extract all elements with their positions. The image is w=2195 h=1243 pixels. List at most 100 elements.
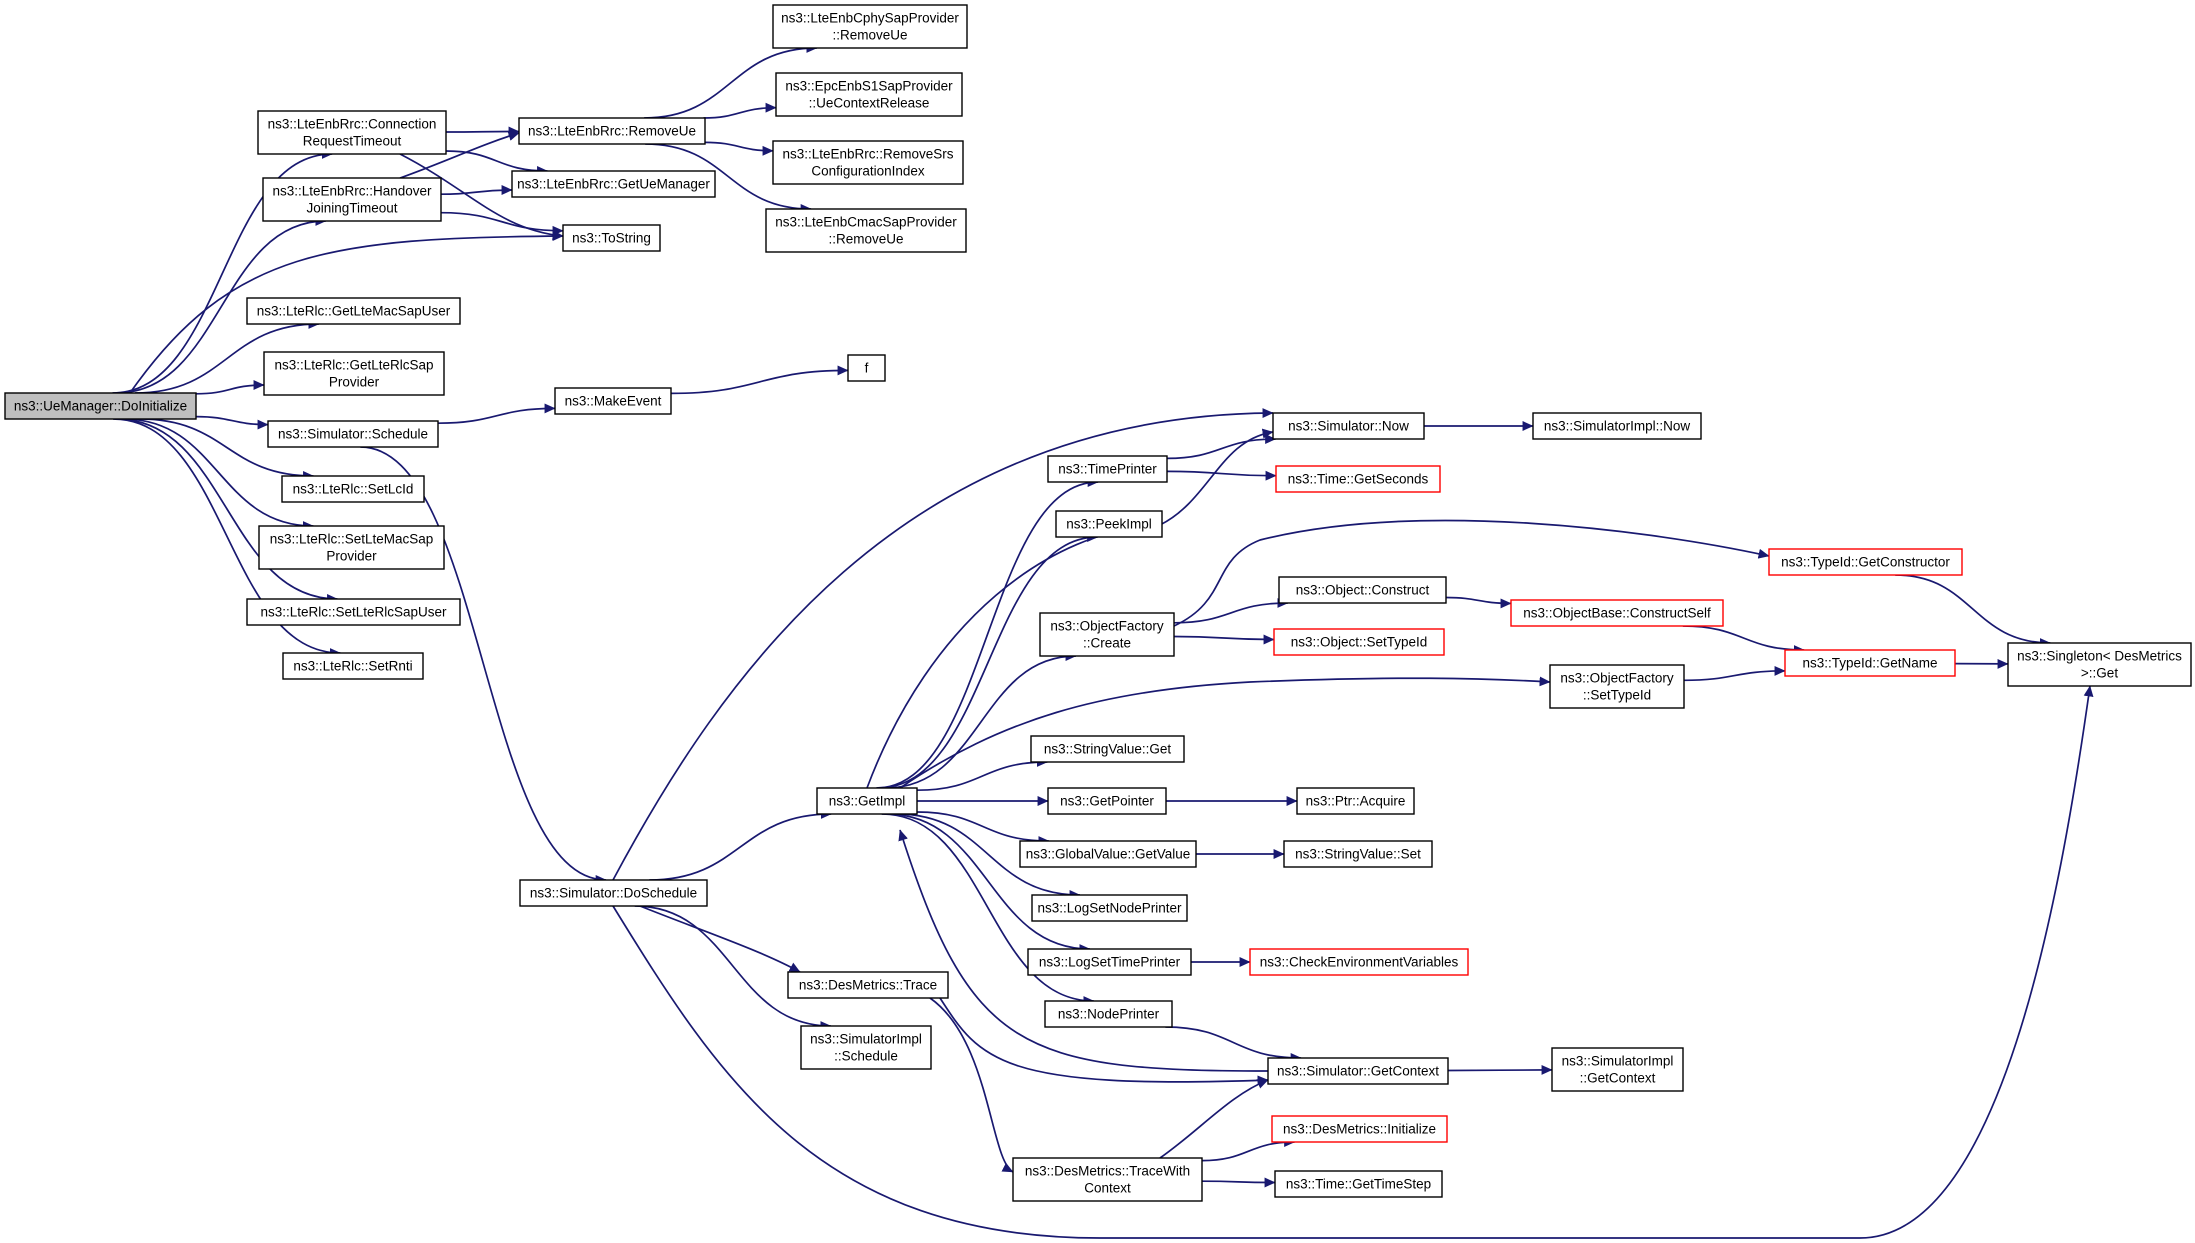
node-box [1274,1170,1443,1198]
node-simimpl-now[interactable]: ns3::SimulatorImpl::Now [1532,412,1702,440]
node-f[interactable]: f [847,354,886,382]
node-box [1047,455,1168,483]
node-sim-get-context[interactable]: ns3::Simulator::GetContext [1267,1057,1449,1085]
node-label-line: ns3::LteEnbRrc::GetUeManager [517,177,710,192]
node-cphy-remove[interactable]: ns3::LteEnbCphySapProvider::RemoveUe [772,4,968,49]
node-label-line: ns3::SimulatorImpl [1562,1054,1674,1069]
node-do-schedule[interactable]: ns3::Simulator::DoSchedule [519,879,708,907]
node-box [519,879,708,907]
node-label-line: ns3::CheckEnvironmentVariables [1260,955,1459,970]
node-get-seconds[interactable]: ns3::Time::GetSeconds [1275,465,1441,493]
node-check-env[interactable]: ns3::CheckEnvironmentVariables [1249,948,1469,976]
node-log-set-time-printer[interactable]: ns3::LogSetTimePrinter [1027,948,1192,976]
node-typeid-get-name[interactable]: ns3::TypeId::GetName [1784,649,1956,677]
edge-remove_ue-to-cmac_remove [645,143,812,214]
node-label-line: ConfigurationIndex [811,164,925,179]
node-box [1055,510,1163,538]
node-construct-self[interactable]: ns3::ObjectBase::ConstructSelf [1510,599,1724,627]
nodes-layer: ns3::UeManager::DoInitialize ns3::LteEnbR… [4,4,2192,1202]
node-label-line: ns3::NodePrinter [1058,1007,1160,1022]
node-box [1784,649,1956,677]
node-get-time-step[interactable]: ns3::Time::GetTimeStep [1274,1170,1443,1198]
node-get-ue-manager[interactable]: ns3::LteEnbRrc::GetUeManager [511,170,716,198]
edge-conn_timeout-to-to_string [399,153,564,240]
edge-sim_get_context-to-get_impl [898,829,1269,1072]
edge-root-to-set_mac_sap_provider [123,418,314,531]
node-label-line: ns3::LogSetNodePrinter [1037,901,1182,916]
node-box [1019,840,1197,868]
edge-get_impl-to-peek_impl [878,532,1099,789]
edge-root-to-set_rlc_sap_user [116,418,339,604]
node-sim-schedule[interactable]: ns3::Simulator::Schedule [267,420,439,448]
node-cmac-remove[interactable]: ns3::LteEnbCmacSapProvider::RemoveUe [765,208,967,253]
node-root[interactable]: ns3::UeManager::DoInitialize [4,392,197,420]
node-log-set-node-printer[interactable]: ns3::LogSetNodePrinter [1031,894,1188,922]
node-string-value-get[interactable]: ns3::StringValue::Get [1030,735,1185,763]
node-box [562,224,661,252]
edge-root-to-set_rnti [113,418,341,658]
node-set-rnti[interactable]: ns3::LteRlc::SetRnti [282,652,424,680]
node-des-initialize[interactable]: ns3::DesMetrics::Initialize [1271,1115,1448,1143]
node-label-line: ns3::TimePrinter [1058,462,1157,477]
node-label-line: ::RemoveUe [828,232,903,247]
node-box [263,351,445,396]
node-sim-now[interactable]: ns3::Simulator::Now [1272,412,1425,440]
node-label-line: ns3::LteRlc::SetLteMacSap [270,532,434,547]
node-label-line: f [865,361,869,376]
node-box [1275,465,1441,493]
node-remove-srs[interactable]: ns3::LteEnbRrc::RemoveSrsConfigurationIn… [772,140,964,185]
node-label-line: ns3::DesMetrics::Trace [799,978,937,993]
node-ptr-acquire[interactable]: ns3::Ptr::Acquire [1296,787,1415,815]
node-get-constructor[interactable]: ns3::TypeId::GetConstructor [1768,548,1963,576]
node-label-line: JoiningTimeout [306,201,397,216]
node-make-event[interactable]: ns3::MakeEvent [554,387,672,415]
node-box [800,1025,932,1070]
node-get-pointer[interactable]: ns3::GetPointer [1047,787,1167,815]
node-time-printer[interactable]: ns3::TimePrinter [1047,455,1168,483]
node-factory-create[interactable]: ns3::ObjectFactory::Create [1039,612,1175,657]
node-box [1027,948,1192,976]
node-box [267,420,439,448]
edge-object_construct-to-construct_self [1445,596,1512,609]
node-label-line: ns3::TypeId::GetConstructor [1781,555,1950,570]
node-des-trace[interactable]: ns3::DesMetrics::Trace [787,971,949,999]
node-box [511,170,716,198]
edge-get_impl-to-factory_set_typeid [899,676,1551,789]
edge-des_trace-to-trace_with_context [929,997,1014,1173]
node-set-lcid[interactable]: ns3::LteRlc::SetLcId [281,475,425,503]
node-box [258,525,445,570]
node-set-rlc-sap-user[interactable]: ns3::LteRlc::SetLteRlcSapUser [246,598,461,626]
node-factory-set-typeid[interactable]: ns3::ObjectFactory::SetTypeId [1549,664,1685,709]
node-global-get-value[interactable]: ns3::GlobalValue::GetValue [1019,840,1197,868]
node-label-line: ns3::LteRlc::GetLteRlcSap [274,358,433,373]
node-label-line: ns3::LteEnbRrc::Handover [272,184,432,199]
edge-get_impl-to-time_printer [876,477,1099,789]
edge-root-to-ho_timeout [116,216,327,394]
node-object-construct[interactable]: ns3::Object::Construct [1278,576,1447,604]
node-object-set-typeid[interactable]: ns3::Object::SetTypeId [1273,628,1445,656]
node-s1-release[interactable]: ns3::EpcEnbS1SapProvider::UeContextRelea… [775,72,963,117]
node-to-string[interactable]: ns3::ToString [562,224,661,252]
node-node-printer[interactable]: ns3::NodePrinter [1044,1000,1173,1028]
node-box [1768,548,1963,576]
node-simimpl-schedule[interactable]: ns3::SimulatorImpl::Schedule [800,1025,932,1070]
node-peek-impl[interactable]: ns3::PeekImpl [1055,510,1163,538]
node-singleton-get[interactable]: ns3::Singleton< DesMetrics>::Get [2007,642,2192,687]
node-label-line: ns3::LteEnbRrc::RemoveUe [528,124,696,139]
node-box [772,140,964,185]
node-remove-ue[interactable]: ns3::LteEnbRrc::RemoveUe [518,117,706,145]
node-get-mac-sap-user[interactable]: ns3::LteRlc::GetLteMacSapUser [246,297,461,325]
node-get-impl[interactable]: ns3::GetImpl [816,787,918,815]
node-label-line: ns3::LteEnbRrc::Connection [268,117,437,132]
node-simimpl-get-context[interactable]: ns3::SimulatorImpl::GetContext [1551,1047,1684,1092]
edge-factory_create-to-object_construct [1173,598,1289,624]
edges-layer [112,43,2094,1239]
node-string-value-set[interactable]: ns3::StringValue::Set [1283,840,1433,868]
edge-do_schedule-to-get_impl [649,809,832,881]
edge-get_constructor-to-singleton_get [1895,574,2051,648]
